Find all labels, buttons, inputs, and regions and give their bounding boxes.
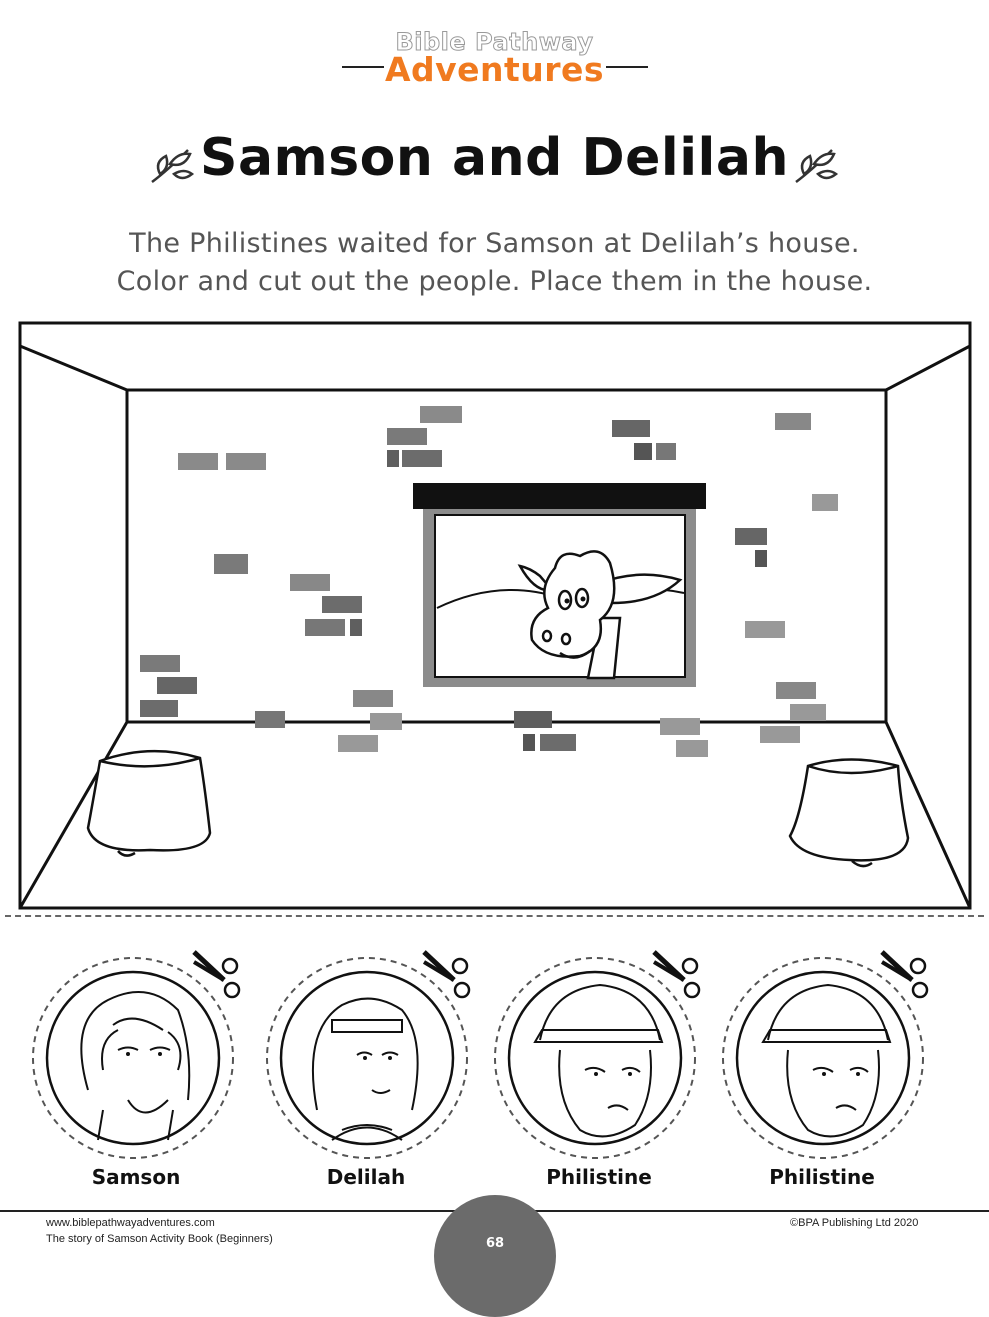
footer-copyright: ©BPA Publishing Ltd 2020 <box>790 1217 919 1229</box>
scissors-icon <box>880 950 929 999</box>
scissors-icon <box>422 950 471 999</box>
logo-bible-pathway: Bible Pathway <box>395 28 594 57</box>
leaf-left-icon <box>151 149 195 183</box>
cutout-samson[interactable] <box>28 950 238 1160</box>
page-title: Samson and Delilah <box>200 128 789 188</box>
house-back-wall <box>125 388 888 724</box>
label-philistine-1: Philistine <box>546 1165 652 1189</box>
cutout-delilah[interactable] <box>262 950 472 1160</box>
footer-book-title: The story of Samson Activity Book (Begin… <box>46 1233 273 1245</box>
scissors-icon <box>652 950 701 999</box>
cut-line <box>5 915 984 917</box>
leaf-right-icon <box>795 149 839 183</box>
label-delilah: Delilah <box>326 1165 406 1189</box>
pillow-left <box>86 749 212 857</box>
page-number-badge <box>434 1195 556 1317</box>
label-philistine-2: Philistine <box>769 1165 875 1189</box>
page-number: 68 <box>485 1236 505 1251</box>
cutout-philistine-2[interactable] <box>718 950 928 1160</box>
wall-bricks <box>140 406 838 757</box>
cutout-philistine-1[interactable] <box>490 950 700 1160</box>
house-outer-frame <box>18 321 972 910</box>
scissors-icon <box>192 950 241 999</box>
footer-website[interactable]: www.biblepathwayadventures.com <box>46 1217 215 1229</box>
label-samson: Samson <box>91 1165 181 1189</box>
logo-right-line <box>606 66 648 68</box>
instruction-line-2: Color and cut out the people. Place them… <box>116 266 873 297</box>
pillow-right <box>788 758 910 868</box>
logo-left-line <box>342 66 384 68</box>
house-scene <box>18 321 972 910</box>
window <box>413 483 706 687</box>
instruction-line-1: The Philistines waited for Samson at Del… <box>129 228 860 259</box>
logo-adventures: Adventures <box>384 50 605 89</box>
